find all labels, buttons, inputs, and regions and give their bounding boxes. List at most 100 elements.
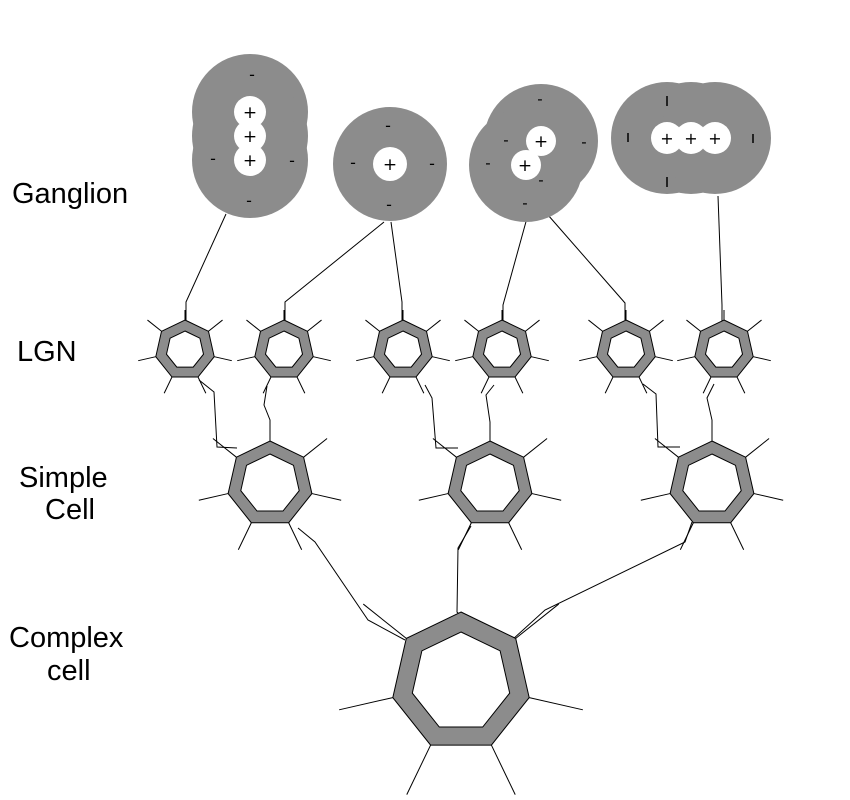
receptive-field-single: +---- bbox=[333, 107, 447, 221]
dendrite bbox=[197, 376, 207, 394]
connections bbox=[184, 195, 725, 641]
ganglion-receptive-fields: +++----+----++------+++ bbox=[192, 54, 771, 222]
dendrite bbox=[753, 356, 771, 362]
axon-connection bbox=[263, 385, 271, 444]
lgn-cell bbox=[579, 319, 673, 394]
dendrite bbox=[362, 603, 407, 639]
field-center bbox=[651, 122, 683, 154]
dendrite bbox=[303, 438, 328, 458]
dendrite bbox=[365, 319, 380, 332]
dendrite bbox=[490, 744, 516, 795]
axon-connection bbox=[297, 527, 406, 641]
dendrite bbox=[649, 319, 664, 332]
dendrite bbox=[579, 356, 597, 362]
off-sign: - bbox=[246, 191, 252, 210]
axon-connection bbox=[547, 214, 626, 320]
label-lgn: LGN bbox=[17, 336, 77, 368]
dendrite bbox=[237, 522, 252, 550]
dendrite bbox=[432, 438, 457, 458]
cell-nucleus bbox=[482, 330, 522, 368]
off-sign: - bbox=[485, 154, 490, 172]
cell-nucleus bbox=[383, 330, 423, 368]
dendrite bbox=[356, 356, 374, 362]
on-sign: + bbox=[243, 127, 257, 147]
off-sign: - bbox=[350, 153, 356, 172]
dendrite bbox=[730, 522, 745, 550]
field-center bbox=[234, 144, 266, 176]
receptive-field-vertical: +++---- bbox=[192, 54, 308, 218]
dendrite bbox=[655, 356, 673, 362]
on-sign: + bbox=[660, 129, 673, 148]
dendrite bbox=[163, 376, 173, 394]
label-ganglion: Ganglion bbox=[12, 178, 128, 210]
cell-nucleus bbox=[411, 631, 511, 728]
off-sign: - bbox=[538, 171, 543, 189]
dendrite bbox=[464, 319, 479, 332]
axon-connection bbox=[502, 217, 528, 322]
lgn-cell bbox=[356, 319, 450, 394]
on-sign: + bbox=[684, 129, 697, 148]
dendrite bbox=[677, 356, 695, 362]
on-sign: + bbox=[534, 132, 548, 152]
field-center bbox=[675, 122, 707, 154]
neuron-cells bbox=[138, 319, 784, 795]
field-center bbox=[234, 96, 266, 128]
axon-connection bbox=[185, 213, 227, 320]
dendrite bbox=[480, 376, 490, 394]
dendrite bbox=[339, 697, 393, 711]
off-sign: - bbox=[429, 154, 435, 173]
dendrite bbox=[288, 522, 303, 550]
cell-nucleus bbox=[704, 330, 744, 368]
dendrite bbox=[381, 376, 391, 394]
axon-connection bbox=[706, 383, 715, 443]
dendrite bbox=[455, 356, 473, 362]
dendrite bbox=[604, 376, 614, 394]
dendrite bbox=[262, 376, 272, 394]
dendrite bbox=[313, 356, 331, 362]
axon-connection bbox=[511, 521, 693, 641]
axon-connection bbox=[642, 383, 680, 448]
on-sign: + bbox=[243, 103, 257, 123]
dendrite bbox=[237, 356, 255, 362]
dendrite bbox=[523, 438, 548, 458]
axon-connection bbox=[456, 525, 472, 616]
off-sign: - bbox=[210, 149, 216, 168]
on-sign: + bbox=[518, 156, 532, 176]
dendrite bbox=[679, 522, 694, 550]
off-sign: - bbox=[249, 65, 255, 84]
dendrite bbox=[702, 376, 712, 394]
simple-cell bbox=[418, 438, 562, 550]
dendrite bbox=[529, 697, 583, 711]
cell-nucleus bbox=[682, 453, 742, 512]
dendrite bbox=[753, 493, 784, 501]
cell-nucleus bbox=[460, 453, 520, 512]
on-sign: + bbox=[383, 155, 397, 175]
dendrite bbox=[508, 522, 523, 550]
off-sign: - bbox=[289, 151, 295, 170]
label-simple-1: Simple bbox=[19, 462, 108, 494]
dendrite bbox=[418, 493, 449, 501]
off-sign: - bbox=[537, 90, 542, 108]
cell-nucleus bbox=[165, 330, 205, 368]
field-center bbox=[699, 122, 731, 154]
axon-connection bbox=[198, 379, 238, 449]
axon-connection bbox=[717, 195, 723, 321]
axon-connection bbox=[390, 221, 403, 320]
cell-nucleus bbox=[264, 330, 304, 368]
dendrite bbox=[406, 744, 432, 795]
dendrite bbox=[640, 493, 671, 501]
lgn-cell bbox=[677, 319, 771, 394]
axon-connection bbox=[485, 384, 495, 444]
dendrite bbox=[531, 493, 562, 501]
off-sign: - bbox=[385, 116, 391, 135]
dendrite bbox=[296, 376, 306, 394]
field-center bbox=[373, 147, 407, 181]
dendrite bbox=[457, 522, 472, 550]
dendrite bbox=[531, 356, 549, 362]
dendrite bbox=[654, 438, 679, 458]
axon-connection bbox=[424, 384, 458, 449]
dendrite bbox=[307, 319, 322, 332]
lgn-cell bbox=[455, 319, 549, 394]
off-sign: - bbox=[522, 194, 527, 212]
dendrite bbox=[138, 356, 156, 362]
